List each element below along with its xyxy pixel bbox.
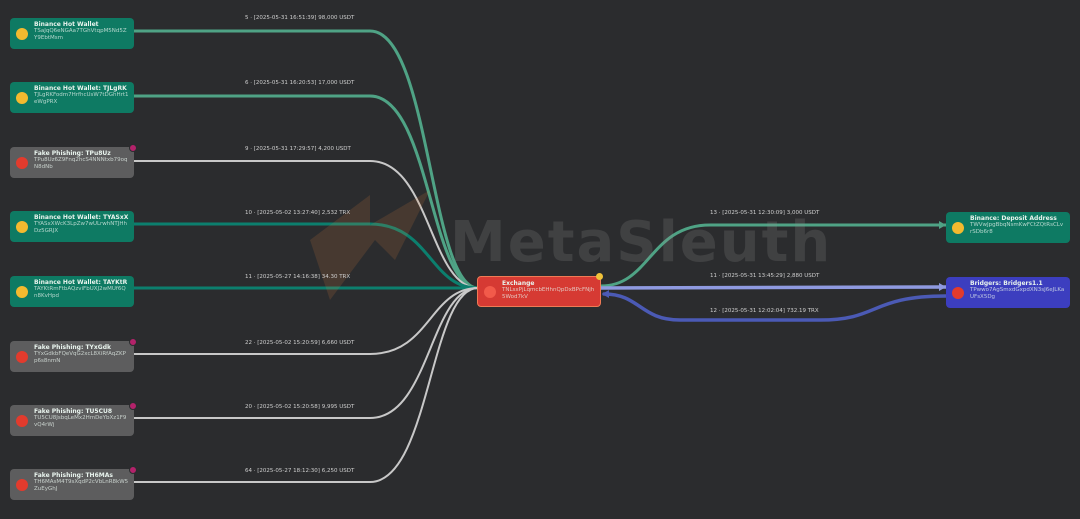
node-name: Binance Hot Wallet: TAYKtR — [34, 279, 128, 286]
edge-in-7[interactable] — [133, 287, 479, 419]
edge-label: 22 · [2025-05-02 15:20:59] 6,660 USDT — [245, 340, 355, 346]
arrowhead-icon — [939, 221, 946, 229]
node-address: TJLgRKFodm7HrfhcUsW7tDGhHrt1eWgPRX — [34, 92, 129, 105]
node-name: Fake Phishing: TYxGdk — [34, 344, 111, 351]
tron-icon — [16, 414, 28, 427]
phishing-tag-icon — [129, 402, 137, 410]
edge-in-2[interactable] — [132, 94, 480, 290]
node-name: Fake Phishing: TH6MAs — [34, 472, 113, 479]
bnb-icon — [16, 285, 28, 298]
source-node-binance-hot-wallet-2[interactable]: Binance Hot Wallet: TJLgRK TJLgRKFodm7Hr… — [10, 82, 134, 113]
edge-in-4[interactable] — [132, 222, 480, 290]
edge-out-bridgers[interactable] — [599, 285, 948, 290]
bnb-icon — [16, 91, 28, 104]
source-node-fake-phishing-4[interactable]: Fake Phishing: TH6MAs TH6MAsM4T9sXqdP2cV… — [10, 466, 137, 500]
node-address: TYASxXWcK3LpZw7wULrwhNTJHhDz5GRJX — [34, 221, 128, 234]
node-name: Fake Phishing: TPu8Uz — [34, 150, 111, 157]
edge-label: 13 · [2025-05-31 12:30:09] 3,000 USDT — [710, 210, 820, 216]
edge-in-8[interactable] — [133, 287, 479, 483]
node-name: Exchange — [502, 280, 535, 287]
tron-icon — [16, 478, 28, 491]
source-node-fake-phishing-2[interactable]: Fake Phishing: TYxGdk TYxGdkbFQeVqG2xcL8… — [10, 338, 137, 372]
edge-label: 9 · [2025-05-31 17:29:57] 4,200 USDT — [245, 146, 351, 152]
node-name: Bridgers: Bridgers1.1 — [970, 280, 1043, 287]
edge-label: 11 · [2025-05-27 14:16:38] 34.30 TRX — [245, 274, 351, 280]
edge-label: 20 · [2025-05-02 15:20:58] 9,995 USDT — [245, 404, 355, 410]
tron-icon — [484, 285, 496, 298]
node-name: Binance Hot Wallet — [34, 21, 99, 28]
node-name: Fake Phishing: TU5CU8 — [34, 408, 113, 415]
source-node-fake-phishing-3[interactable]: Fake Phishing: TU5CU8 TU5CU8JsbqLeMx2HmD… — [10, 402, 137, 436]
node-address: TPwwo7AgSmxdGxpdXN3sJ6eJLKaUFsX5Dg — [970, 287, 1065, 300]
edge-out-binance[interactable] — [599, 223, 948, 288]
edge-label: 11 · [2025-05-31 13:45:29] 2,880 USDT — [710, 273, 820, 279]
edges-layer — [132, 29, 948, 483]
edge-label: 12 · [2025-05-31 12:02:04] 732.19 TRX — [710, 308, 819, 314]
target-node-bridgers[interactable]: Bridgers: Bridgers1.1 TPwwo7AgSmxdGxpdXN… — [946, 277, 1070, 308]
warning-icon — [596, 273, 603, 280]
bnb-icon — [16, 27, 28, 40]
tron-icon — [16, 350, 28, 363]
tron-icon — [952, 286, 964, 299]
phishing-tag-icon — [129, 338, 137, 346]
source-node-fake-phishing-1[interactable]: Fake Phishing: TPu8Uz TPu8Uz6Z9Fnq2hcS4N… — [10, 144, 137, 178]
arrowhead-icon — [939, 283, 946, 291]
node-address: TWVwJpgBbqNsmKwFCtZQtRsCLvrSDb6r8 — [970, 222, 1064, 235]
node-address: TPu8Uz6Z9Fnq2hcS4NNNtxb79oqN8dNb — [34, 157, 128, 170]
hub-node-exchange[interactable]: Exchange TNLsxPjLqmcbEHhnQpDxBPcFNjh5Wod… — [477, 273, 603, 307]
edge-label: 10 · [2025-05-02 13:27:40] 2,532 TRX — [245, 210, 351, 216]
source-node-binance-hot-wallet-4[interactable]: Binance Hot Wallet: TAYKtR TAYKtRmFtbAQz… — [10, 276, 134, 307]
node-name: Binance Hot Wallet: TJLgRK — [34, 85, 127, 92]
source-node-binance-hot-wallet-3[interactable]: Binance Hot Wallet: TYASxX TYASxXWcK3LpZ… — [10, 211, 134, 242]
node-address: TAYKtRmFtbAQzviFbUXJ2wMUf6Qn8KvHpd — [34, 286, 126, 299]
phishing-tag-icon — [129, 144, 137, 152]
node-name: Binance: Deposit Address — [970, 215, 1057, 222]
node-address: TH6MAsM4T9sXqdP2cVbLnR8kW5ZuEyGhJ — [34, 479, 129, 492]
edge-in-3[interactable] — [133, 160, 479, 289]
arrowhead-icon — [602, 290, 609, 298]
node-address: TU5CU8JsbqLeMx2HmDeYbXz1F9vQ4rWj — [34, 415, 127, 428]
edge-label: 64 · [2025-05-27 18:12:30] 6,250 USDT — [245, 468, 355, 474]
phishing-tag-icon — [129, 466, 137, 474]
edge-label: 6 · [2025-05-31 16:20:53] 17,000 USDT — [245, 80, 355, 86]
bnb-icon — [952, 221, 964, 234]
edge-label: 5 · [2025-05-31 16:51:39] 98,000 USDT — [245, 15, 355, 21]
node-address: TNLsxPjLqmcbEHhnQpDxBPcFNjh5Wod7kV — [502, 287, 595, 300]
edge-in-6[interactable] — [133, 287, 479, 355]
edge-in-1[interactable] — [132, 29, 480, 290]
target-node-binance-deposit[interactable]: Binance: Deposit Address TWVwJpgBbqNsmKw… — [946, 212, 1070, 243]
source-node-binance-hot-wallet-1[interactable]: Binance Hot Wallet TSaJqQ6eNGAa7TGhVtqpM… — [10, 18, 134, 49]
bnb-icon — [16, 220, 28, 233]
tron-icon — [16, 156, 28, 169]
node-name: Binance Hot Wallet: TYASxX — [34, 214, 129, 221]
node-address: TYxGdkbFQeVqG2xcL8XiRfAqZKPp6s8nmN — [34, 351, 126, 364]
node-address: TSaJqQ6eNGAa7TGhVtqpM5Nd5ZY9EbtMsm — [34, 28, 127, 41]
edge-return-bridgers[interactable] — [602, 292, 948, 322]
